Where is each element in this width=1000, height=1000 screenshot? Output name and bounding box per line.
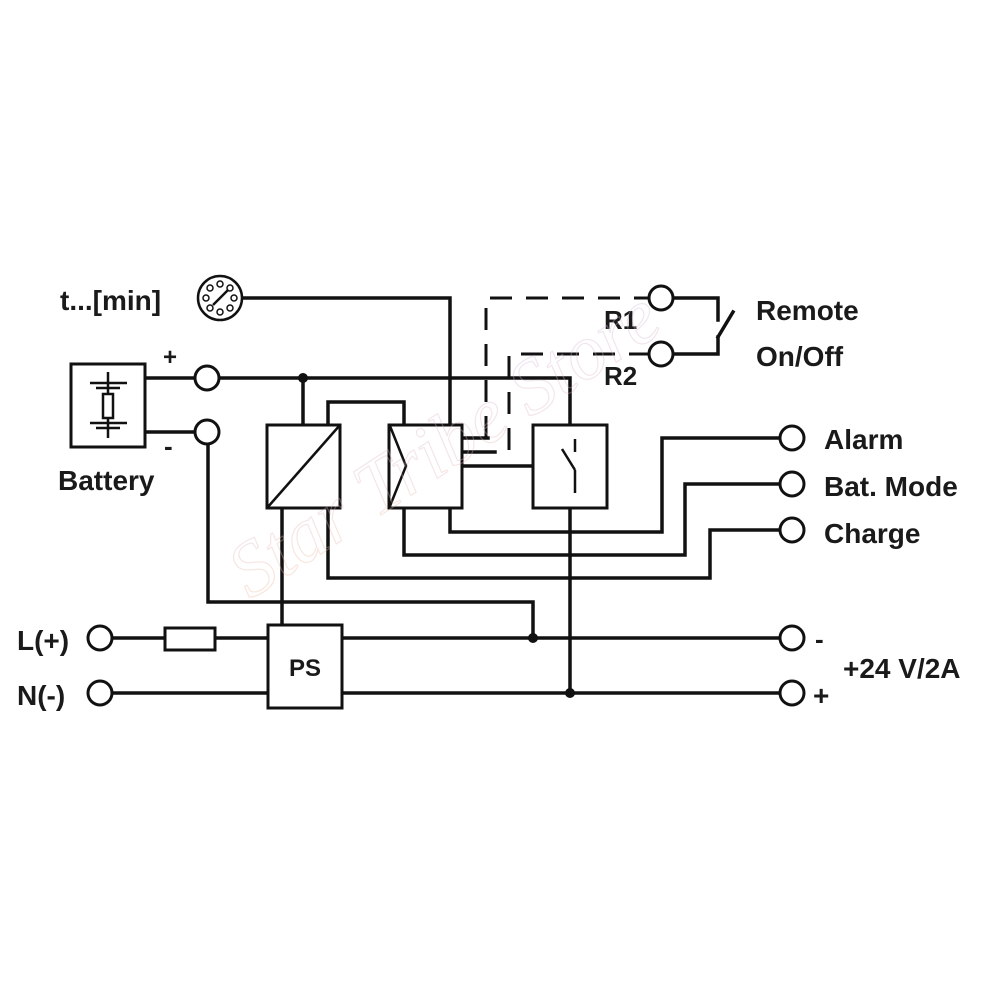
- battery-plus-label: +: [163, 344, 177, 371]
- controller-icon: [387, 423, 464, 510]
- wire-batmode: [402, 482, 782, 557]
- switch-icon: [531, 423, 609, 510]
- junction-dot: [565, 688, 575, 698]
- L-terminal: [86, 624, 114, 652]
- line-in-label: L(+): [17, 625, 69, 656]
- wire-converter-controller: [326, 400, 406, 427]
- remote-switch-blade: [715, 309, 736, 340]
- r2-label: R2: [604, 361, 637, 391]
- on-off-label: On/Off: [756, 341, 844, 372]
- r1-label: R1: [604, 305, 637, 335]
- wire-alarm: [448, 436, 782, 534]
- wire-timer: [240, 296, 452, 427]
- wire-bat-plus-rail: [217, 376, 572, 427]
- power-supply-block: PS: [266, 623, 344, 710]
- battery-minus-label: -: [164, 431, 173, 461]
- bat-mode-label: Bat. Mode: [824, 471, 958, 502]
- out-plus-label: +: [813, 680, 829, 711]
- junction-dot: [528, 633, 538, 643]
- output-rating-label: +24 V/2A: [843, 653, 961, 684]
- dashed-r2: [507, 352, 648, 450]
- ps-label: PS: [289, 655, 321, 682]
- fuse-icon: [163, 626, 217, 652]
- wire-r1-remote: [671, 296, 720, 322]
- r1-terminal: [647, 284, 675, 312]
- wire-charge: [326, 506, 782, 580]
- remote-label: Remote: [756, 295, 859, 326]
- out-minus-label: -: [815, 624, 824, 654]
- battery-label: Battery: [58, 465, 155, 496]
- bat-mode-terminal: [778, 470, 806, 498]
- out-plus-terminal: [778, 679, 806, 707]
- dc-dc-converter-icon: [265, 423, 342, 510]
- wire-r2-remote: [671, 335, 720, 356]
- wires: [110, 296, 782, 695]
- battery-block: [69, 362, 147, 449]
- neutral-in-label: N(-): [17, 680, 65, 711]
- junction-dot: [298, 373, 308, 383]
- battery-fuse-icon: [90, 372, 127, 438]
- charge-label: Charge: [824, 518, 920, 549]
- N-terminal: [86, 679, 114, 707]
- out-minus-terminal: [778, 624, 806, 652]
- charge-terminal: [778, 516, 806, 544]
- timer-label: t...[min]: [60, 285, 161, 316]
- dashed-r1: [484, 296, 648, 438]
- alarm-label: Alarm: [824, 424, 903, 455]
- battery-minus-terminal: [193, 418, 221, 446]
- wire-bat-minus: [206, 443, 535, 640]
- r2-terminal: [647, 340, 675, 368]
- battery-plus-terminal: [193, 364, 221, 392]
- alarm-terminal: [778, 424, 806, 452]
- timer-dial-icon: [196, 274, 244, 322]
